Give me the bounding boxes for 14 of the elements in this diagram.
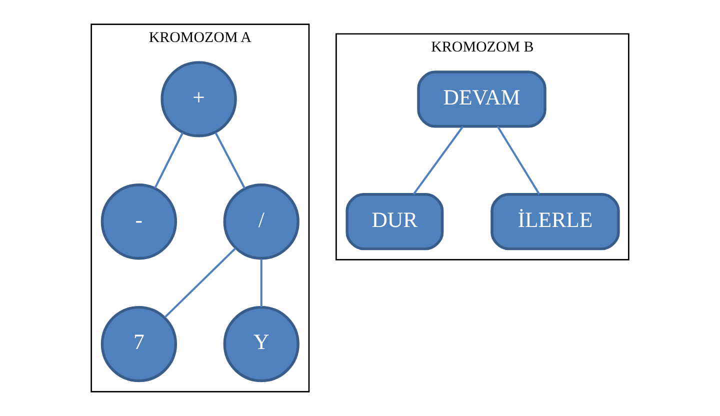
node-circle: Y <box>223 306 300 382</box>
connector <box>214 132 246 189</box>
node-box: DUR <box>346 193 444 250</box>
node-circle: 7 <box>100 306 178 382</box>
connector <box>496 126 540 195</box>
connector <box>164 248 236 318</box>
connector <box>412 126 464 195</box>
connector <box>260 258 262 308</box>
node-circle: / <box>223 184 300 260</box>
node-circle: + <box>160 61 237 138</box>
node-box: DEVAM <box>417 70 546 128</box>
node-box: İLERLE <box>490 193 620 250</box>
node-circle: - <box>100 184 178 260</box>
connector <box>154 132 184 189</box>
